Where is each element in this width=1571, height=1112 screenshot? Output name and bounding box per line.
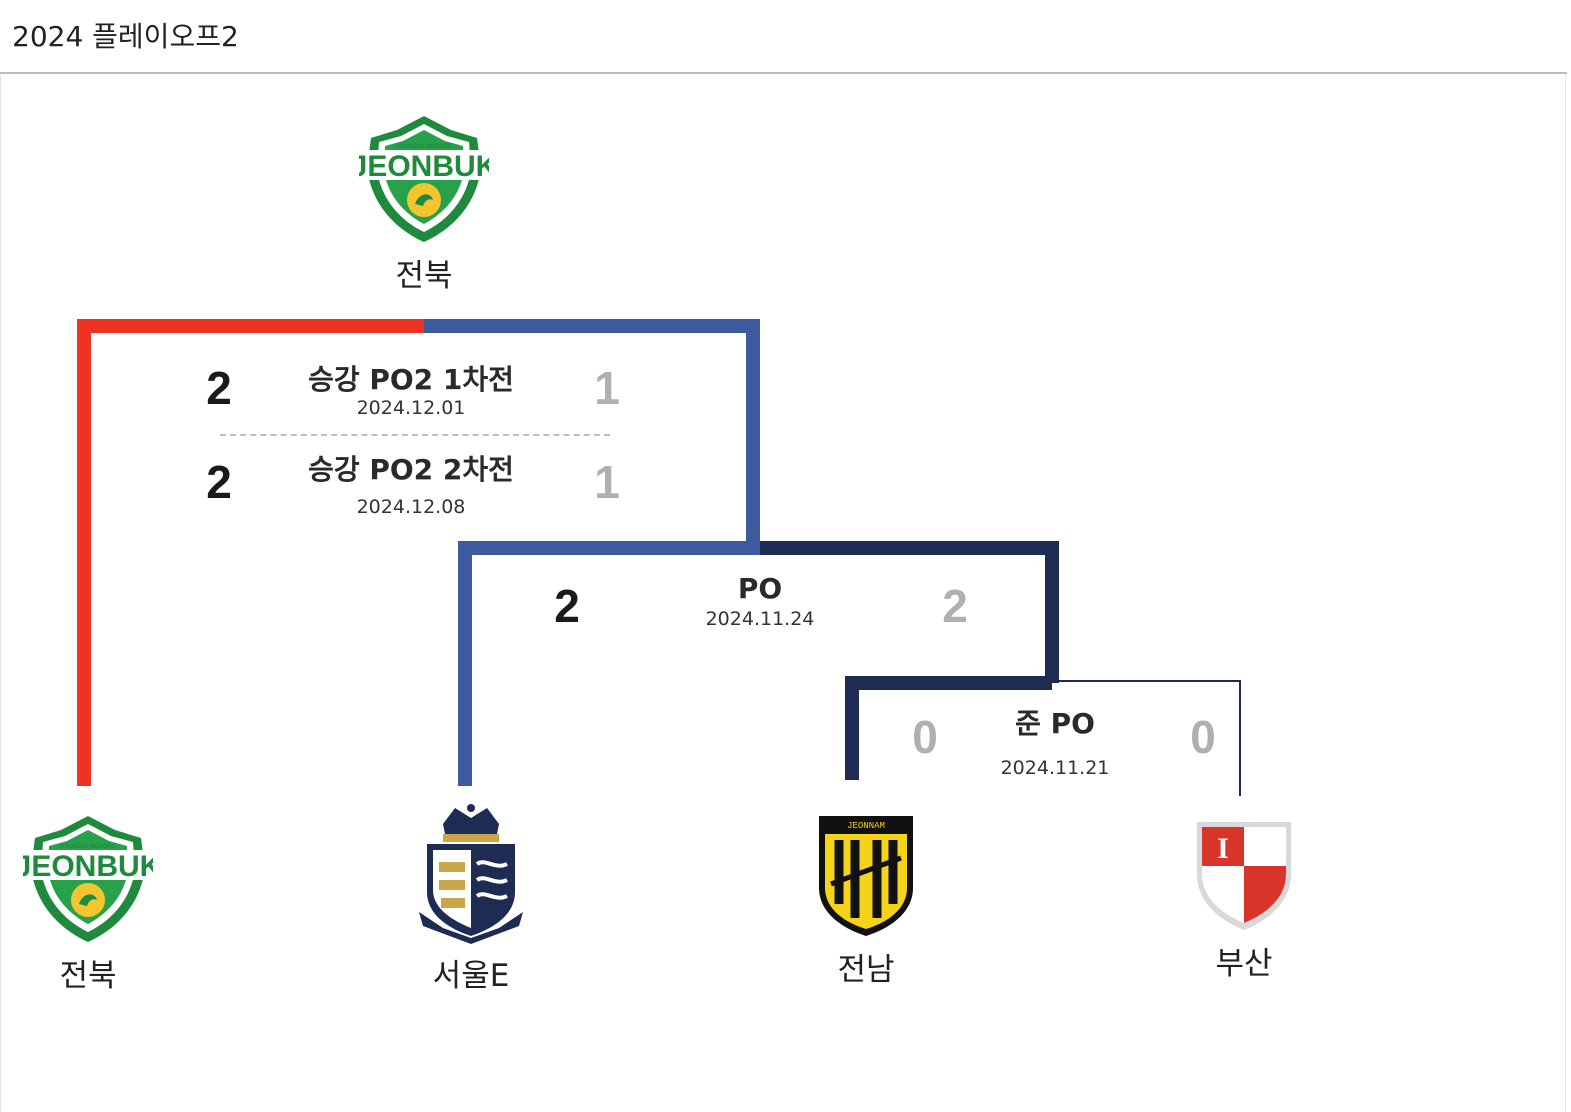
leg-divider [220,434,610,436]
final-leg2-label: 승강 PO2 2차전 [308,453,514,486]
jeonnam-logo-icon: JEONNAM [819,816,913,936]
final-leg1-date: 2024.12.01 [356,397,466,419]
team-jeonnam-name: 전남 [837,952,895,988]
final-leg1-label: 승강 PO2 1차전 [308,363,514,396]
page-header: 2024 플레이오프2 [0,0,1567,74]
po-label: PO [737,572,783,605]
po-home-score: 2 [554,580,580,632]
team-seoul-e-name: 서울E [432,958,510,994]
team-jeonbuk[interactable]: JEONBUK HYUNDAI MOTORS 전북 [8,812,168,995]
svg-text:JEONBUK: JEONBUK [359,150,489,183]
final-leg2-away-score: 1 [594,456,620,508]
final-leg2-date: 2024.12.08 [356,496,466,518]
bracket-line-jeonbuk [77,319,424,786]
po-date: 2024.11.24 [705,608,815,630]
winner-team-name: 전북 [395,258,453,294]
jeonbuk-logo-icon: JEONBUK HYUNDAI MOTORS [359,116,489,242]
svg-text:JEONBUK: JEONBUK [23,850,153,883]
team-jeonnam[interactable]: JEONNAM 전남 [786,814,946,989]
final-leg1-home-score: 2 [206,362,232,414]
bracket-line-final-seoul [424,319,760,548]
semi-po-label: 준 PO [1015,707,1095,740]
jeonbuk-logo-icon: JEONBUK HYUNDAI MOTORS [23,816,153,942]
bracket-line-seoul-po [458,541,760,786]
busan-logo-icon: I [1197,822,1291,930]
svg-text:JEONNAM: JEONNAM [847,821,885,831]
page-title: 2024 플레이오프2 [12,20,239,53]
team-jeonbuk-name: 전북 [59,958,117,994]
po-away-score: 2 [942,580,968,632]
bracket-line-jeonnam [845,676,1052,780]
winner-team[interactable]: JEONBUK HYUNDAI MOTORS 전북 [344,112,504,295]
semi-po-home-score: 0 [912,711,938,763]
svg-text:HYUNDAI MOTORS: HYUNDAI MOTORS [396,144,451,150]
team-busan[interactable]: I 부산 [1164,818,1324,983]
left-border [0,74,1,1112]
bracket-line-busan [1052,680,1241,796]
team-busan-name: 부산 [1215,946,1273,982]
svg-text:HYUNDAI MOTORS: HYUNDAI MOTORS [60,844,115,850]
bracket-line-po-right [760,541,1059,683]
final-leg2-home-score: 2 [206,456,232,508]
seoul-eland-logo-icon [419,804,523,944]
svg-text:I: I [1217,832,1229,865]
semi-po-away-score: 0 [1190,711,1216,763]
right-border [1565,74,1566,1112]
final-leg1-away-score: 1 [594,362,620,414]
team-seoul-e[interactable]: 서울E [391,804,551,995]
semi-po-date: 2024.11.21 [1000,757,1110,779]
